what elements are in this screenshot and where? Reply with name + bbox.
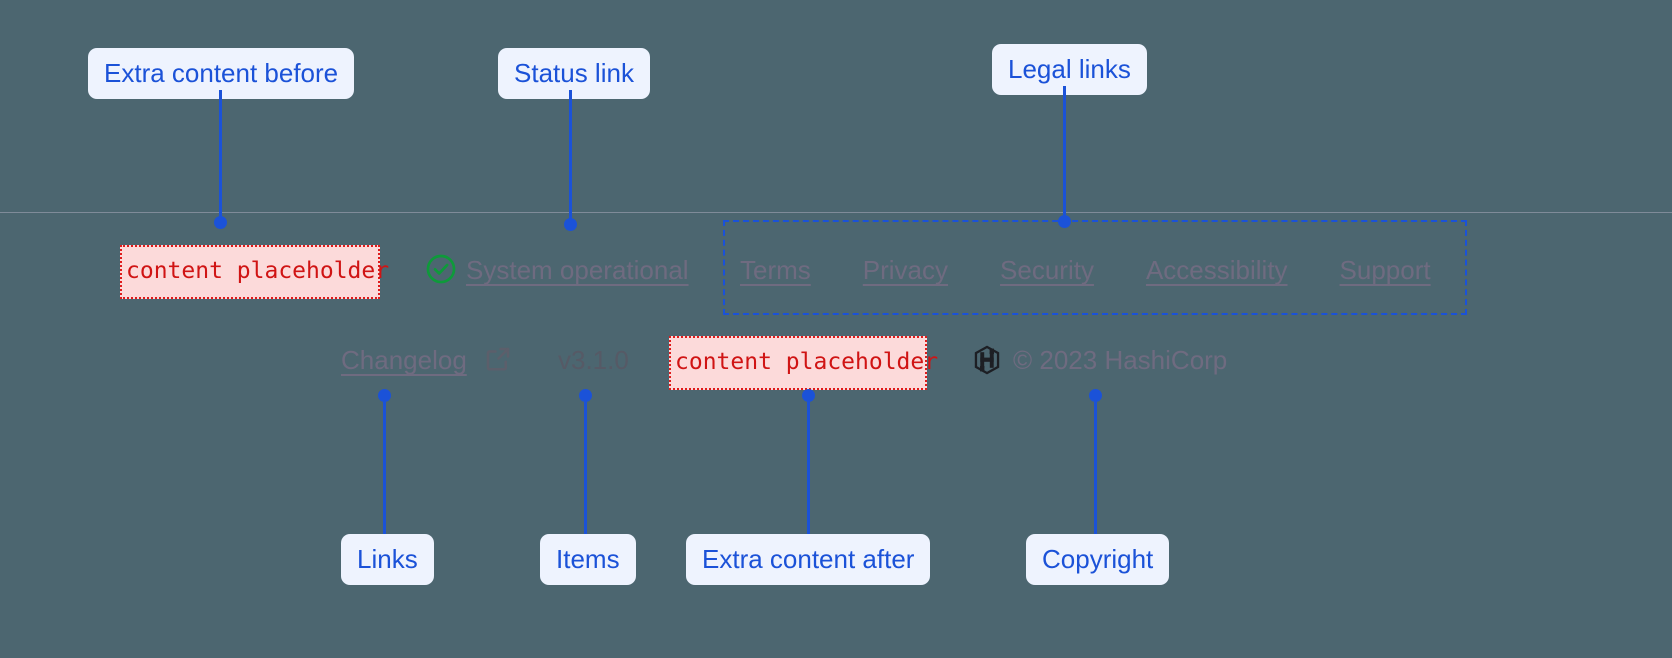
legal-link-privacy[interactable]: Privacy xyxy=(862,255,949,285)
changelog-link[interactable]: Changelog xyxy=(341,345,467,375)
check-circle-icon xyxy=(424,252,458,291)
status-link[interactable]: System operational xyxy=(466,255,689,285)
leader-dot-extra-content-before xyxy=(214,216,227,229)
copyright-label: © 2023 HashiCorp xyxy=(1013,345,1228,375)
callout-status-link: Status link xyxy=(498,48,650,99)
leader-line-copyright xyxy=(1094,395,1097,534)
legal-link-security[interactable]: Security xyxy=(1000,255,1094,285)
callout-links: Links xyxy=(341,534,434,585)
leader-dot-status-link xyxy=(564,218,577,231)
leader-line-extra-content-before xyxy=(219,90,222,222)
leader-line-extra-content-after xyxy=(807,395,810,534)
extra-content-before-placeholder: content placeholder xyxy=(120,245,389,299)
leader-line-status-link xyxy=(569,90,572,225)
callout-items: Items xyxy=(540,534,636,585)
legal-link-terms[interactable]: Terms xyxy=(740,255,811,285)
legal-links-group: Terms Privacy Security Accessibility Sup… xyxy=(740,257,1431,283)
callout-legal-links: Legal links xyxy=(992,44,1147,95)
leader-line-legal-links xyxy=(1063,86,1066,223)
leader-line-links xyxy=(383,395,386,534)
extra-content-after-placeholder: content placeholder xyxy=(669,336,938,390)
legal-link-support[interactable]: Support xyxy=(1339,255,1431,285)
footer-top-rule xyxy=(0,212,1672,213)
callout-extra-content-after: Extra content after xyxy=(686,534,931,585)
external-link-icon[interactable] xyxy=(483,344,513,379)
version-label: v3.1.0 xyxy=(558,345,629,375)
leader-line-items xyxy=(584,395,587,534)
legal-links-highlight-box xyxy=(723,220,1467,315)
hashicorp-logo xyxy=(971,344,1003,381)
legal-link-accessibility[interactable]: Accessibility xyxy=(1145,255,1288,285)
callout-copyright: Copyright xyxy=(1026,534,1170,585)
